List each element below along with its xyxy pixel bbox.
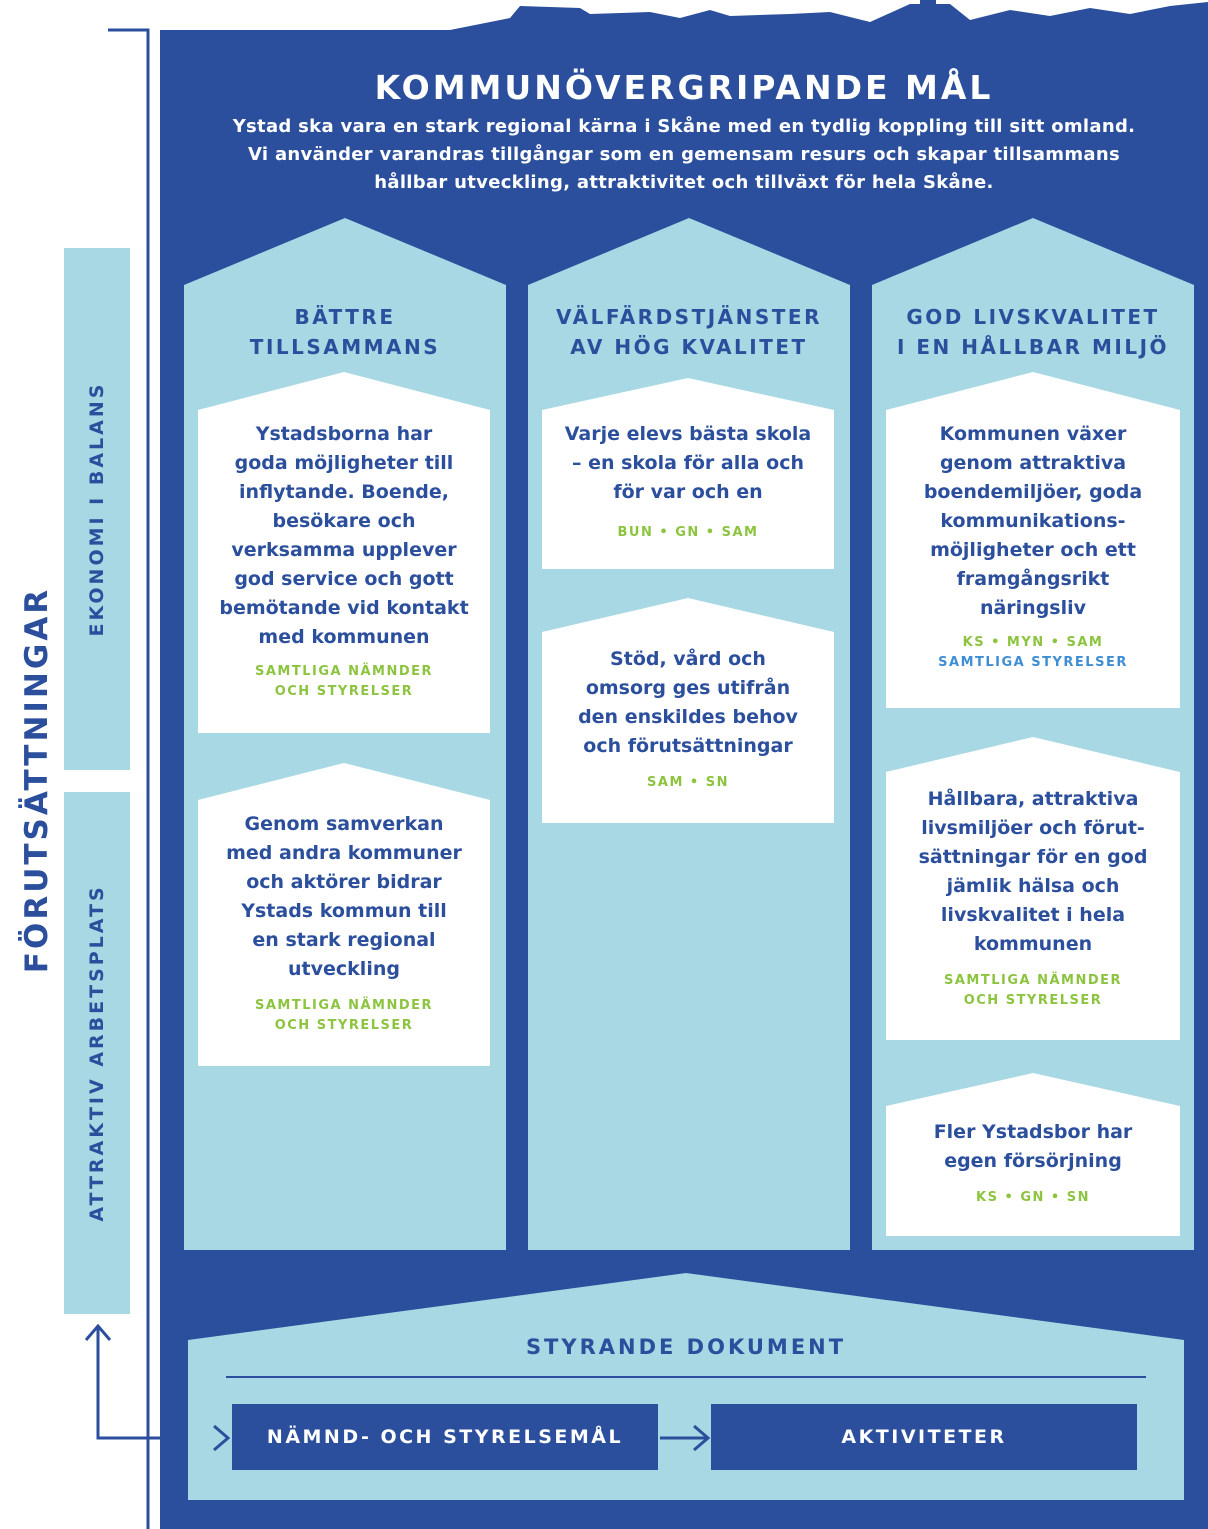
card-1-1-shape — [198, 372, 490, 733]
pillar-2-title-line-2: AV HÖG KVALITET — [570, 335, 808, 359]
resp-line: SAMTLIGA STYRELSER — [938, 655, 1128, 670]
card-3-2: Hållbara, attraktiva livsmiljöer och för… — [886, 785, 1180, 1011]
pillar-3-title-line-1: GOD LIVSKVALITET — [906, 305, 1160, 329]
card-2-1-shape — [542, 378, 834, 569]
card-line: med kommunen — [258, 626, 430, 648]
pillar-1-title-line-1: BÄTTRE — [294, 305, 396, 329]
ekonomi-i-balans-bar: EKONOMI I BALANS — [64, 248, 130, 770]
card-2-2-text: Stöd, vård och omsorg ges utifrån den en… — [542, 645, 834, 761]
card-line: Kommunen växer — [939, 423, 1127, 445]
card-line: med andra kommuner — [226, 842, 462, 864]
card-1-2-shape — [198, 763, 490, 1066]
card-3-1: Kommunen växer genom attraktiva boendemi… — [886, 420, 1180, 673]
card-line: livsmiljöer och förut- — [921, 817, 1145, 839]
card-line: och förutsättningar — [583, 735, 793, 757]
header: KOMMUNÖVERGRIPANDE MÅL Ystad ska vara en… — [160, 68, 1208, 197]
card-line: boendemiljöer, goda — [923, 481, 1143, 503]
intro-line-3: hållbar utveckling, attraktivitet och ti… — [374, 172, 994, 193]
card-line: den enskildes behov — [578, 706, 798, 728]
card-line: möjligheter och ett — [930, 539, 1136, 561]
card-3-2-shape — [886, 737, 1180, 1040]
card-2-2: Stöd, vård och omsorg ges utifrån den en… — [542, 645, 834, 793]
pillar-1-title: BÄTTRE TILLSAMMANS — [184, 302, 506, 362]
resp-line: SAMTLIGA NÄMNDER — [943, 973, 1123, 988]
documents-title: STYRANDE DOKUMENT — [525, 1335, 847, 1359]
card-line: Stöd, vård och — [610, 648, 766, 670]
card-1-2: Genom samverkan med andra kommuner och a… — [198, 810, 490, 1036]
card-3-2-responsible: SAMTLIGA NÄMNDER OCH STYRELSER — [886, 971, 1180, 1011]
resp-line: OCH STYRELSER — [963, 993, 1103, 1008]
card-line: livskvalitet i hela — [940, 904, 1126, 926]
pillar-3-title: GOD LIVSKVALITET I EN HÅLLBAR MILJÖ — [872, 302, 1194, 362]
resp-line: KS • MYN • SAM — [962, 635, 1104, 650]
card-line: framgångsrikt — [956, 568, 1110, 590]
card-line: Ystads kommun till — [241, 900, 447, 922]
resp-line: OCH STYRELSER — [274, 1018, 414, 1033]
attraktiv-arbetsplats-bar: ATTRAKTIV ARBETSPLATS — [64, 792, 130, 1314]
pillar-2-title-line-1: VÄLFÄRDSTJÄNSTER — [555, 305, 822, 329]
card-line: och aktörer bidrar — [246, 871, 442, 893]
pillar-3-title-line-2: I EN HÅLLBAR MILJÖ — [896, 335, 1170, 359]
resp-line: SAMTLIGA NÄMNDER — [254, 998, 434, 1013]
card-line: inflytande. Boende, — [239, 481, 449, 503]
card-line: näringsliv — [979, 597, 1087, 619]
card-line: Hållbara, attraktiva — [927, 788, 1139, 810]
card-1-1: Ystadsborna har goda möjligheter till in… — [198, 420, 490, 702]
card-line: omsorg ges utifrån — [585, 677, 791, 699]
resp-line: KS • GN • SN — [976, 1190, 1090, 1205]
card-3-1-shape — [886, 372, 1180, 708]
card-1-1-responsible: SAMTLIGA NÄMNDER OCH STYRELSER — [198, 662, 490, 702]
card-line: god service och gott — [234, 568, 454, 590]
bracket-line — [84, 28, 160, 1529]
card-2-1: Varje elevs bästa skola – en skola för a… — [542, 420, 834, 543]
card-line: Ystadsborna har — [255, 423, 433, 445]
resp-line: BUN • GN • SAM — [617, 525, 759, 540]
pillar-1-title-line-2: TILLSAMMANS — [249, 335, 441, 359]
card-line: goda möjligheter till — [234, 452, 454, 474]
card-line: egen försörjning — [944, 1150, 1122, 1172]
intro-line-2: Vi använder varandras tillgångar som en … — [248, 144, 1120, 165]
card-line: för var och en — [613, 481, 763, 503]
card-line: Varje elevs bästa skola — [564, 423, 812, 445]
card-3-3-shape — [886, 1073, 1180, 1236]
card-line: besökare och — [272, 510, 416, 532]
card-line: Fler Ystadsbor har — [933, 1121, 1133, 1143]
card-2-1-text: Varje elevs bästa skola – en skola för a… — [542, 420, 834, 507]
card-line: verksamma upplever — [231, 539, 457, 561]
card-3-1-text: Kommunen växer genom attraktiva boendemi… — [886, 420, 1180, 623]
intro-line-1: Ystad ska vara en stark regional kärna i… — [232, 116, 1136, 137]
aktiviteter-box: AKTIVITETER — [711, 1404, 1137, 1470]
skyline-illustration — [450, 0, 1208, 30]
card-line: genom attraktiva — [939, 452, 1127, 474]
card-3-3-text: Fler Ystadsbor har egen försörjning — [886, 1118, 1180, 1176]
main-title: KOMMUNÖVERGRIPANDE MÅL — [374, 68, 994, 107]
card-line: sättningar för en god — [918, 846, 1148, 868]
card-1-2-responsible: SAMTLIGA NÄMNDER OCH STYRELSER — [198, 996, 490, 1036]
card-3-3-responsible: KS • GN • SN — [886, 1188, 1180, 1208]
card-line: jämlik hälsa och — [946, 875, 1120, 897]
card-line: en stark regional — [252, 929, 436, 951]
card-line: Genom samverkan — [244, 813, 444, 835]
card-2-2-shape — [542, 598, 834, 823]
card-line: kommunen — [973, 933, 1093, 955]
resp-line: OCH STYRELSER — [274, 684, 414, 699]
card-line: utveckling — [288, 958, 400, 980]
resp-line: SAMTLIGA NÄMNDER — [254, 664, 434, 679]
intro-text: Ystad ska vara en stark regional kärna i… — [160, 113, 1208, 197]
card-2-2-responsible: SAM • SN — [542, 773, 834, 793]
card-3-3: Fler Ystadsbor har egen försörjning KS •… — [886, 1118, 1180, 1208]
resp-line: SAM • SN — [647, 775, 729, 790]
card-3-1-responsible: KS • MYN • SAM SAMTLIGA STYRELSER — [886, 633, 1180, 673]
card-line: bemötande vid kontakt — [219, 597, 469, 619]
card-line: – en skola för alla och — [571, 452, 804, 474]
card-1-2-text: Genom samverkan med andra kommuner och a… — [198, 810, 490, 984]
card-1-1-text: Ystadsborna har goda möjligheter till in… — [198, 420, 490, 652]
pillar-2-title: VÄLFÄRDSTJÄNSTER AV HÖG KVALITET — [528, 302, 850, 362]
card-3-2-text: Hållbara, attraktiva livsmiljöer och för… — [886, 785, 1180, 959]
card-2-1-responsible: BUN • GN • SAM — [542, 523, 834, 543]
namnd-och-styrelsemal-box: NÄMND- OCH STYRELSEMÅL — [232, 1404, 658, 1470]
card-line: kommunikations- — [940, 510, 1126, 532]
